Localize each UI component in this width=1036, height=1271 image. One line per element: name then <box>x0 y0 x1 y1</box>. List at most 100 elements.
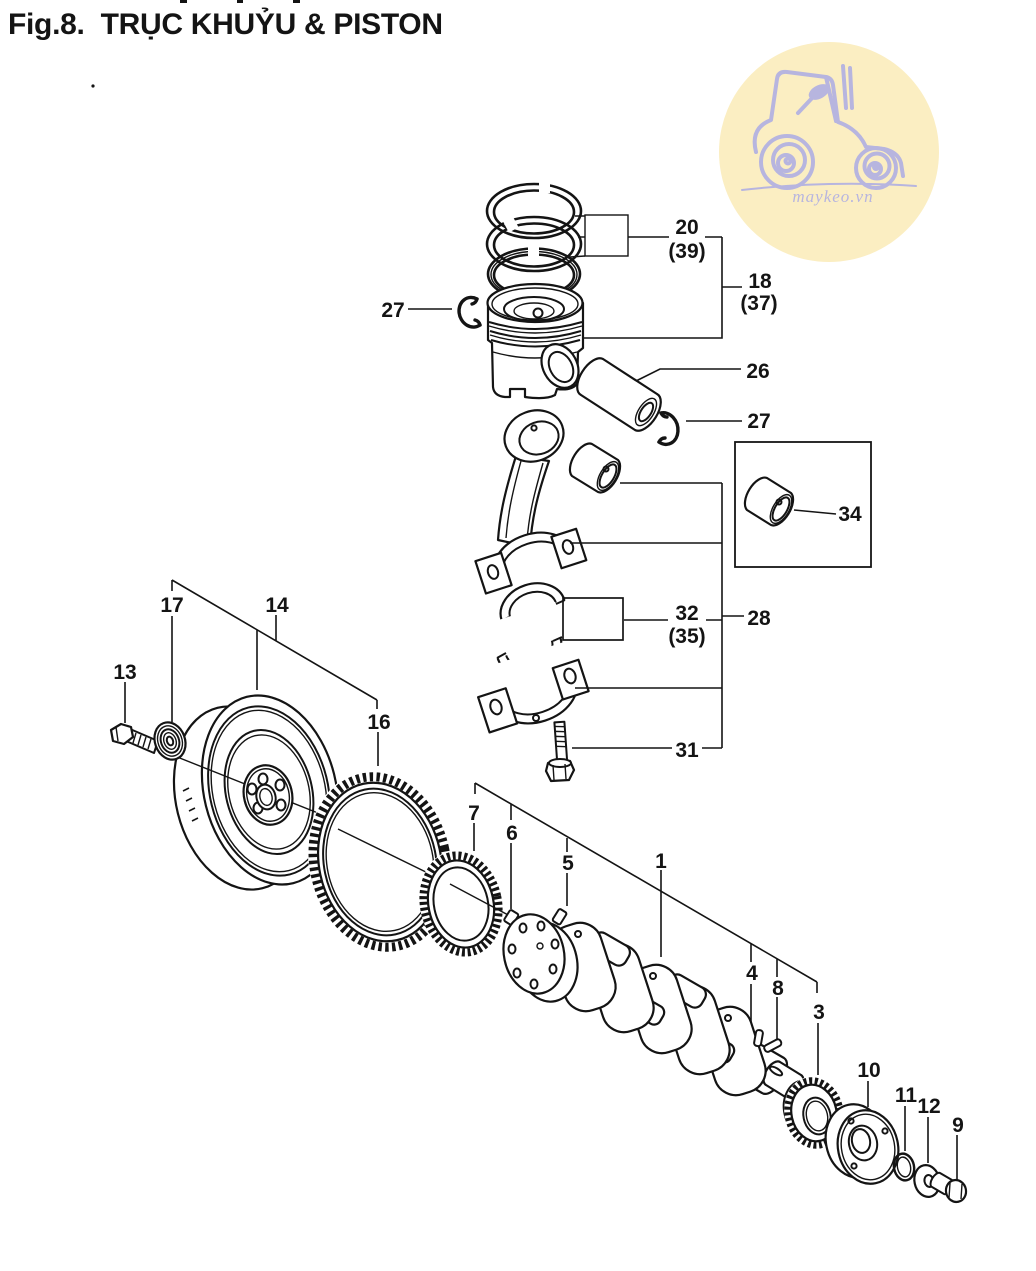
ring-groove <box>490 339 581 348</box>
ring-groove <box>488 321 583 330</box>
snap-ring <box>657 411 680 447</box>
face-hole <box>847 1117 855 1125</box>
part-pulley-bolt <box>929 1171 968 1204</box>
ring-gap <box>502 215 519 233</box>
rod-pad-right <box>550 527 588 570</box>
snap-ring-hooks <box>470 297 482 327</box>
part-woodruff-key <box>763 1038 783 1053</box>
bolt-head-top <box>548 758 572 768</box>
bolt-hole <box>486 564 500 580</box>
face-ring <box>210 709 328 873</box>
part-crank-timing-gear <box>782 1076 844 1150</box>
bearing-bore <box>165 735 175 747</box>
callout-5: 5 <box>562 852 574 875</box>
callout-10: 10 <box>857 1059 880 1082</box>
callout-37: (37) <box>740 292 777 315</box>
callout-26: 26 <box>746 360 769 383</box>
callout-32: 32 <box>675 602 698 625</box>
bolt-hole <box>489 698 503 716</box>
cap-hole <box>532 714 540 722</box>
watermark: maykeo.vn <box>719 42 939 262</box>
bolt-hole <box>246 782 258 796</box>
tractor-icon <box>741 64 917 191</box>
pin <box>753 1029 764 1048</box>
dowel-hole <box>536 942 544 950</box>
bowl-center <box>532 307 544 319</box>
bolt-threads <box>554 725 567 748</box>
tractor-rear-wheel <box>759 134 815 190</box>
part-piston-rings <box>485 181 583 301</box>
callout-34: 34 <box>838 503 862 526</box>
combustion-bowl <box>503 296 565 322</box>
assembly-axis-line <box>449 883 511 917</box>
rod-pad-left <box>474 551 513 595</box>
part-crank-pulley <box>824 1103 900 1185</box>
stray-dot <box>91 84 95 88</box>
gear-rim <box>426 859 496 949</box>
callout-31: 31 <box>675 739 699 762</box>
callout-35: (35) <box>668 625 705 648</box>
callout-18: 18 <box>748 270 772 293</box>
crop-remnant <box>237 0 243 3</box>
gear-inner-ring <box>322 787 438 937</box>
page-crop-remnants <box>91 0 300 88</box>
bracket-18 <box>582 237 742 339</box>
pulley-rim-ring <box>840 1113 896 1181</box>
bolt-head-facet <box>115 726 119 742</box>
face-hole <box>881 1127 889 1135</box>
callout-13: 13 <box>113 661 136 684</box>
tractor-front-hub <box>872 163 880 171</box>
callout-12: 12 <box>917 1095 940 1118</box>
gear-bore-inner <box>805 1100 829 1132</box>
crop-remnant <box>293 0 300 3</box>
tractor-rear-wheel-inner <box>771 142 807 178</box>
bearing-race <box>156 725 184 757</box>
part-ring-gear <box>307 770 453 954</box>
gear-rim <box>316 781 444 943</box>
key <box>763 1038 783 1053</box>
bolt-hole <box>563 667 577 685</box>
rings-callout-box <box>584 214 629 257</box>
pin-face-ring <box>634 397 658 427</box>
bushing-body <box>743 476 795 527</box>
part-piston <box>486 282 585 400</box>
flange-hole <box>518 922 528 934</box>
center-bore-inner <box>259 787 273 807</box>
gear-bore <box>325 791 435 933</box>
flange-hole <box>548 963 558 975</box>
ring-gap <box>539 181 550 193</box>
bracket-crankshaft <box>474 782 818 993</box>
tractor-front-wheel-inner <box>862 151 892 181</box>
pin-body <box>576 357 662 432</box>
compression-ring-1 <box>485 182 583 240</box>
callout-11: 11 <box>895 1084 918 1107</box>
flange-hole <box>550 938 560 950</box>
part-key-pin <box>551 908 568 926</box>
crop-remnant <box>180 0 187 3</box>
compression-ring-1-inner <box>492 189 576 235</box>
part-boxed-bushing <box>734 441 872 568</box>
tractor-exhaust <box>841 64 854 110</box>
combustion-bowl-inner <box>513 302 555 320</box>
bolt-head-facets <box>948 1182 963 1200</box>
callout-lines-flywheel-group <box>124 579 379 766</box>
callout-1: 1 <box>655 850 667 873</box>
callout-14: 14 <box>265 594 289 617</box>
callout-6: 6 <box>506 822 518 845</box>
cap-block-left <box>477 687 519 734</box>
pin <box>551 908 568 926</box>
detail-box-34 <box>734 441 872 568</box>
part-snap-ring-left <box>457 295 482 329</box>
callout-16: 16 <box>367 711 390 734</box>
web-hole <box>649 972 657 980</box>
pin-bore <box>547 350 575 384</box>
callout-lines-crank-group <box>473 782 958 1181</box>
o-ring-inner <box>896 1156 912 1178</box>
tractor-steering-wheel <box>808 84 830 100</box>
rim-tick-marks <box>182 787 199 822</box>
callout-4: 4 <box>746 962 758 985</box>
callout-7: 7 <box>468 802 480 825</box>
callout-39: (39) <box>668 240 705 263</box>
part-crankshaft <box>502 913 805 1100</box>
bushing-bore <box>771 496 791 522</box>
